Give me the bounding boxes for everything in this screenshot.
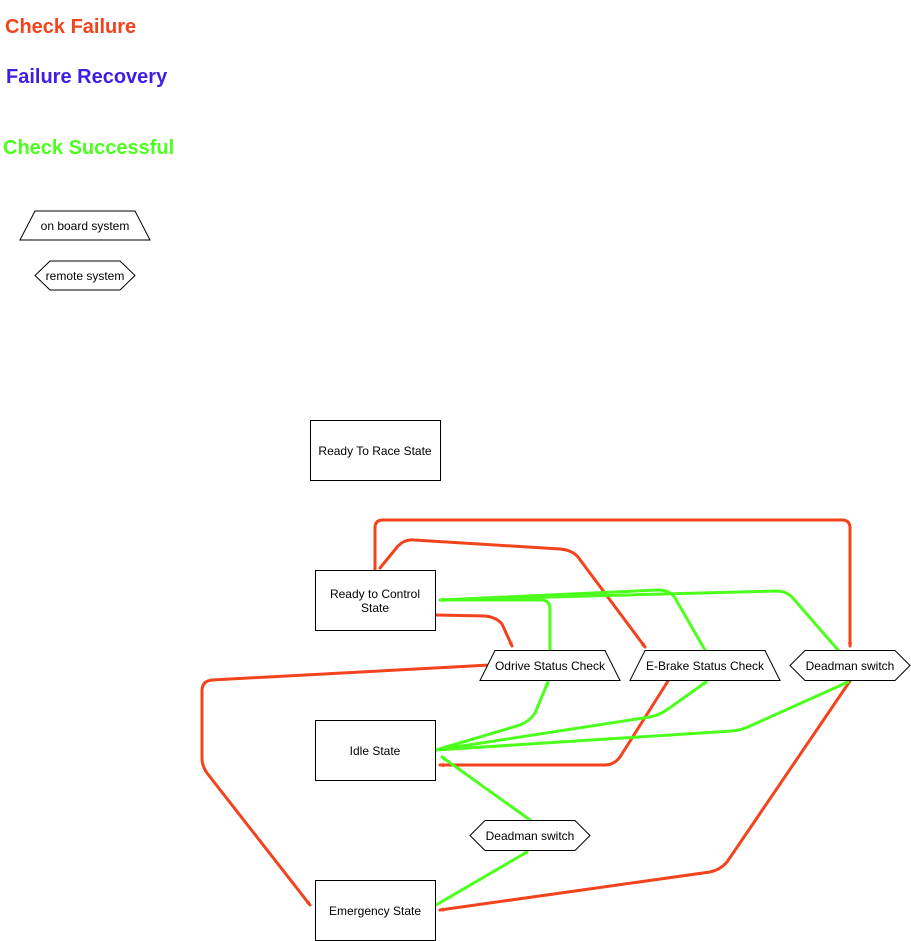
node-odrive-status-check: Odrive Status Check xyxy=(479,650,621,681)
arrow-ready-control-to-deadman-top xyxy=(373,518,853,648)
ready-to-race-label: Ready To Race State xyxy=(318,444,432,458)
odrive-check-label: Odrive Status Check xyxy=(495,659,606,673)
legend-failure-recovery: Failure Recovery xyxy=(6,66,168,88)
arrow-idle-to-deadman-top xyxy=(434,680,850,752)
arrow-deadman-top-to-ready-control xyxy=(438,589,840,652)
arrow-ebrake-to-idle xyxy=(438,679,670,768)
arrow-ready-control-to-odrive xyxy=(434,613,514,648)
arrow-emergency-to-deadman-bottom xyxy=(434,850,529,907)
arrow-ready-control-to-ebrake xyxy=(378,538,647,649)
node-idle-state: Idle State xyxy=(315,720,436,781)
idle-state-label: Idle State xyxy=(350,744,401,758)
ready-to-control-label-line2: State xyxy=(361,601,389,615)
legend-onboard-label: on board system xyxy=(41,219,130,233)
ready-to-control-label-line1: Ready to Control xyxy=(330,587,420,601)
node-emergency-state: Emergency State xyxy=(315,880,436,941)
emergency-state-label: Emergency State xyxy=(329,904,421,918)
node-deadman-switch-top: Deadman switch xyxy=(789,650,911,681)
legend-onboard-shape: on board system xyxy=(19,210,151,241)
arrow-deadman-top-to-emergency xyxy=(438,679,852,912)
node-ready-to-race-state: Ready To Race State xyxy=(310,420,441,481)
arrow-ebrake-to-ready-control xyxy=(438,588,707,652)
arrow-idle-to-ebrake xyxy=(434,680,708,752)
ebrake-check-label: E-Brake Status Check xyxy=(646,659,765,673)
legend-remote-shape: remote system xyxy=(34,260,136,291)
arrow-idle-to-odrive xyxy=(434,680,550,752)
node-ebrake-status-check: E-Brake Status Check xyxy=(629,650,781,681)
deadman-top-label: Deadman switch xyxy=(806,659,895,673)
legend-check-successful: Check Successful xyxy=(3,137,175,159)
arrow-odrive-to-ready-control xyxy=(438,597,552,652)
legend-remote-label: remote system xyxy=(46,269,125,283)
deadman-bottom-label: Deadman switch xyxy=(486,829,575,843)
node-deadman-switch-bottom: Deadman switch xyxy=(469,820,591,851)
arrow-odrive-to-emergency xyxy=(200,663,492,907)
node-ready-to-control-state: Ready to Control State xyxy=(315,570,436,631)
legend-check-failure: Check Failure xyxy=(5,16,137,38)
arrow-deadman-bottom-to-idle xyxy=(440,755,532,822)
